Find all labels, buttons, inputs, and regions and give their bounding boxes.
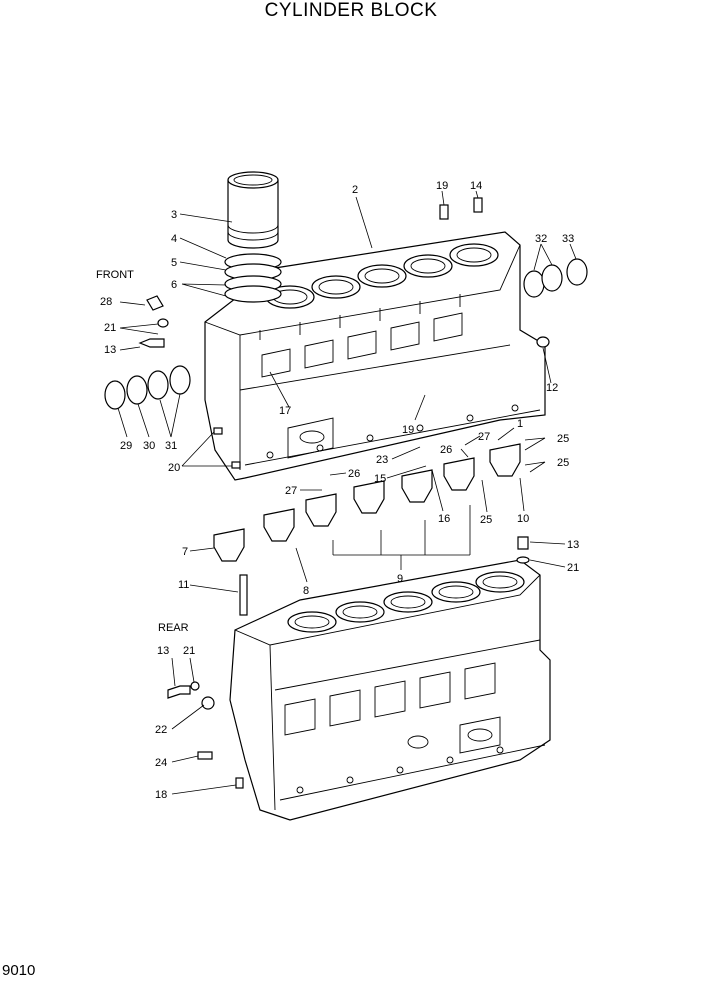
main-bearing-caps [213,443,521,616]
callout-10: 10 [517,513,529,525]
callout-14: 14 [470,180,482,192]
callout-27-left: 27 [285,485,297,497]
callout-31: 31 [165,440,177,452]
callout-3: 3 [171,209,177,221]
front-caption: FRONT [96,269,134,281]
callout-21-lower: 21 [183,645,195,657]
callout-21-right: 21 [567,562,579,574]
callout-25-a: 25 [557,433,569,445]
callout-33: 33 [562,233,574,245]
callout-15: 15 [374,473,386,485]
callout-17: 17 [279,405,291,417]
callout-22: 22 [155,724,167,736]
liner-ring-6b [224,285,282,303]
cylinder-liner [227,171,279,249]
callout-24: 24 [155,757,167,769]
diagram-title: CYLINDER BLOCK [264,0,438,21]
callout-28: 28 [100,296,112,308]
callout-32: 32 [535,233,547,245]
upper-cylinder-block [204,231,546,481]
callout-12: 12 [546,382,558,394]
lower-small-parts [167,536,530,789]
callout-29: 29 [120,440,132,452]
callout-1: 1 [517,418,523,430]
upper-small-parts [104,197,588,469]
rear-caption: REAR [158,622,189,634]
callout-13-right: 13 [567,539,579,551]
callout-19-top: 19 [436,180,448,192]
callout-25-b: 25 [557,457,569,469]
callout-11: 11 [178,579,189,591]
callout-6: 6 [171,279,177,291]
callout-23: 23 [376,454,388,466]
callout-21-upper: 21 [104,322,116,334]
callout-18: 18 [155,789,167,801]
cap-bolt [239,574,248,616]
callout-25-c: 25 [480,514,492,526]
callout-labels: 2 3 4 5 6 28 21 13 19 14 32 33 12 17 19 … [96,180,579,801]
callout-13-lower: 13 [157,645,169,657]
page-number: 9010 [2,962,36,979]
callout-30: 30 [143,440,155,452]
callout-4: 4 [171,233,177,245]
leader-lines [117,190,577,795]
callout-13-upper: 13 [104,344,116,356]
callout-2: 2 [352,184,358,196]
callout-8: 8 [303,585,309,597]
callout-16: 16 [438,513,450,525]
callout-5: 5 [171,257,177,269]
callout-7: 7 [182,546,188,558]
callout-26-right: 26 [440,444,452,456]
lower-cylinder-block [229,559,551,821]
callout-26-left: 26 [348,468,360,480]
callout-20: 20 [168,462,180,474]
callout-27-right: 27 [478,431,490,443]
callout-19-mid: 19 [402,424,414,436]
callout-9: 9 [397,573,403,585]
